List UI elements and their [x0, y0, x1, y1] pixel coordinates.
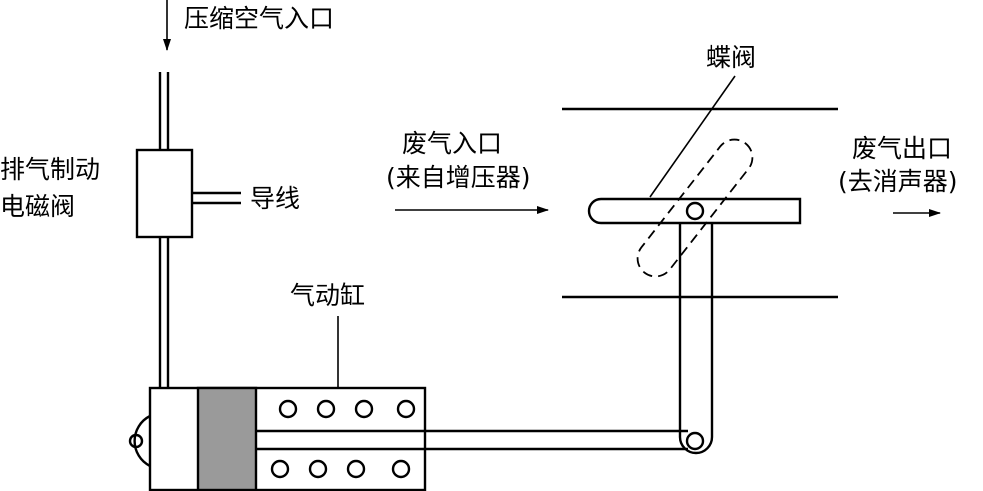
valve-shaft-pivot [685, 201, 705, 221]
cylinder-mount [128, 414, 151, 468]
cylinder-feed-pipe [158, 237, 170, 388]
air-cylinder-label: 气动缸 [290, 281, 365, 310]
solenoid-valve-label-line1: 排气制动 [0, 155, 100, 184]
solenoid-valve [135, 148, 194, 239]
link-pivot-pin [685, 431, 705, 451]
butterfly-valve-label: 蝶阀 [706, 43, 756, 72]
cylinder-vent-holes-bottom [270, 459, 411, 479]
piston [196, 386, 258, 491]
wire-label: 导线 [250, 184, 300, 213]
exhaust-inlet-label-line1: 废气入口 [402, 129, 502, 158]
exhaust-pipe [562, 107, 838, 299]
air-cylinder [148, 386, 427, 491]
exhaust-outlet-label-line2: (去消声器) [838, 167, 958, 196]
butterfly-valve-plate [587, 197, 802, 225]
connecting-link [678, 222, 714, 455]
butterfly-valve-open-position [636, 138, 754, 278]
compressed-air-inlet-label: 压缩空气入口 [184, 4, 334, 33]
air-supply-pipe [158, 72, 170, 150]
exhaust-outlet-label-line1: 废气出口 [852, 134, 952, 163]
solenoid-valve-label-line2: 电磁阀 [0, 192, 75, 221]
exhaust-inlet-label-line2: (来自增压器) [386, 163, 531, 192]
wire [192, 191, 241, 205]
cylinder-vent-holes-top [278, 399, 416, 419]
piston-rod [256, 429, 688, 451]
butterfly-valve-leader [649, 75, 736, 198]
